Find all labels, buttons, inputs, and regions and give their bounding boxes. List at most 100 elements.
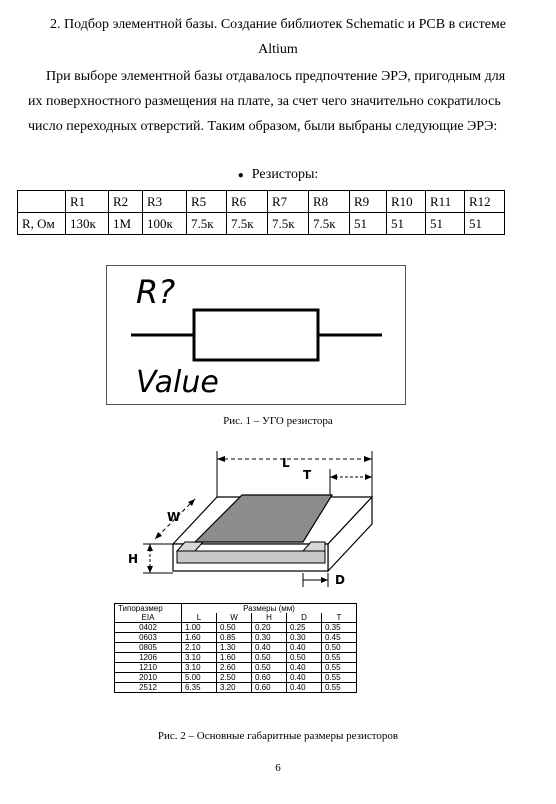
table-header-row: EIA L W H D T <box>114 613 357 623</box>
table-cell: 100к <box>142 212 187 235</box>
table-cell: 51 <box>349 212 387 235</box>
table-cell: 0.55 <box>321 682 357 693</box>
table-cell: 3.10 <box>181 652 217 663</box>
dimension-line-w <box>154 498 196 540</box>
table-cell: 2.60 <box>216 662 252 673</box>
table-cell: 1.60 <box>181 632 217 643</box>
table-cell: 0.60 <box>251 672 287 683</box>
arrow-icon <box>147 566 153 573</box>
table-cell: 2512 <box>114 682 182 693</box>
table-cell: 51 <box>386 212 426 235</box>
table-cell: 7.5к <box>186 212 227 235</box>
bullet-item: ● Резисторы: <box>0 167 556 183</box>
table-header-row: R1 R2 R3 R5 R6 R7 R8 R9 R10 R11 R12 <box>17 190 505 213</box>
table-row: R, Ом 130к 1М 100к 7.5к 7.5к 7.5к 7.5к 5… <box>17 212 505 235</box>
table-cell: R9 <box>349 190 387 213</box>
arrow-icon <box>321 577 328 583</box>
chip-resistor-drawing: L T W H D <box>128 451 374 587</box>
intro-paragraph: При выборе элементной базы отдавалось пр… <box>28 64 528 139</box>
table-cell: 0.55 <box>321 652 357 663</box>
table-cell: T <box>321 613 357 623</box>
table-cell: W <box>216 613 252 623</box>
arrow-icon <box>155 532 162 539</box>
table-cell: R12 <box>464 190 505 213</box>
label-d: D <box>335 573 345 587</box>
paragraph-line: число переходных отверстий. Таким образо… <box>28 119 498 134</box>
page-number: 6 <box>275 762 281 774</box>
value-label: Value <box>136 365 219 400</box>
table-cell: 3.20 <box>216 682 252 693</box>
table-header-row: Типоразмер Размеры (мм) <box>114 603 357 613</box>
table-cell: 0.40 <box>286 642 322 653</box>
arrow-icon <box>365 474 372 480</box>
right-terminal <box>301 541 326 552</box>
resistive-layer <box>193 494 334 543</box>
label-t: T <box>303 468 312 482</box>
label-l: L <box>282 456 290 470</box>
table-cell: 0.55 <box>321 672 357 683</box>
table-cell: 1210 <box>114 662 182 673</box>
resistor-table: R1 R2 R3 R5 R6 R7 R8 R9 R10 R11 R12 R, О… <box>17 190 505 235</box>
table-cell: Типоразмер <box>114 603 182 613</box>
table-cell: 0603 <box>114 632 182 643</box>
table-cell: R5 <box>186 190 227 213</box>
table-cell: 1.30 <box>216 642 252 653</box>
table-cell: 0.20 <box>251 622 287 633</box>
figure1-caption: Рис. 1 – УГО резистора <box>223 415 333 427</box>
table-cell: R2 <box>108 190 143 213</box>
table-cell: 0.25 <box>286 622 322 633</box>
table-cell: 51 <box>425 212 465 235</box>
table-cell: 0.40 <box>251 642 287 653</box>
arrow-icon <box>217 456 225 462</box>
resistor-symbol-figure: R? Value <box>106 265 406 405</box>
table-cell: 2010 <box>114 672 182 683</box>
table-cell: Размеры (мм) <box>181 603 357 613</box>
table-cell: 0.40 <box>286 682 322 693</box>
table-cell: 130к <box>65 212 109 235</box>
table-cell: 7.5к <box>308 212 350 235</box>
arrow-icon <box>147 544 153 551</box>
table-cell: EIA <box>114 613 182 623</box>
table-cell: R, Ом <box>17 212 66 235</box>
table-cell: 3.10 <box>181 662 217 673</box>
table-cell: R8 <box>308 190 350 213</box>
dimensions-table: Типоразмер Размеры (мм) EIA L W H D T 04… <box>114 603 357 693</box>
table-cell <box>17 190 66 213</box>
table-cell: 0805 <box>114 642 182 653</box>
table-cell: 0.40 <box>286 672 322 683</box>
table-cell: 0.50 <box>321 642 357 653</box>
paragraph-line: их поверхностного размещения на плате, з… <box>28 94 501 109</box>
table-cell: 1М <box>108 212 143 235</box>
table-cell: 0.60 <box>251 682 287 693</box>
arrow-icon <box>188 499 195 506</box>
paragraph-line: При выборе элементной базы отдавалось пр… <box>46 69 506 84</box>
table-cell: 2.50 <box>216 672 252 683</box>
table-cell: D <box>286 613 322 623</box>
arrow-icon <box>330 474 337 480</box>
label-h: H <box>128 552 138 566</box>
table-cell: 0.55 <box>321 662 357 673</box>
table-cell: 2.10 <box>181 642 217 653</box>
table-cell: H <box>251 613 287 623</box>
table-cell: 51 <box>464 212 505 235</box>
section-heading-line2: Altium <box>258 42 298 57</box>
table-cell: 0402 <box>114 622 182 633</box>
table-cell: R7 <box>267 190 309 213</box>
bullet-icon: ● <box>237 170 244 181</box>
designator-label: R? <box>136 273 175 311</box>
table-cell: 0.85 <box>216 632 252 643</box>
table-cell: R10 <box>386 190 426 213</box>
table-cell: 0.30 <box>286 632 322 643</box>
table-cell: 5.00 <box>181 672 217 683</box>
bullet-text: Резисторы: <box>251 167 319 182</box>
table-cell: 0.50 <box>216 622 252 633</box>
table-cell: 7.5к <box>267 212 309 235</box>
table-cell: 1.60 <box>216 652 252 663</box>
